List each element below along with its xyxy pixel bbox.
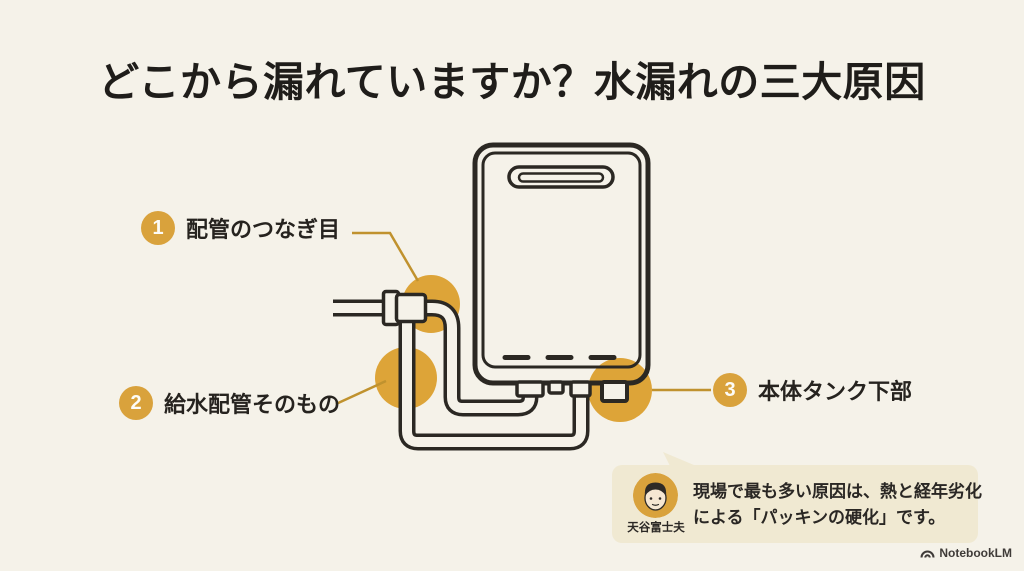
notebooklm-logo-icon	[920, 550, 935, 558]
drain-valve-stub	[600, 380, 629, 403]
speaker-name: 天谷富士夫	[627, 522, 685, 534]
pipe-joint-fitting	[381, 289, 428, 327]
water-heater-outline	[472, 142, 651, 386]
label-tank-bottom: 本体タンク下部	[758, 379, 913, 404]
number-badge-2: 2	[119, 386, 153, 420]
label-row-supply-pipe: 2 給水配管そのもの	[119, 386, 340, 420]
plumber-face-avatar	[633, 473, 678, 518]
leader-lines	[335, 231, 711, 406]
speech-line-1: 現場で最も多い原因は、熱と経年劣化	[693, 482, 982, 501]
vent-slot-inner	[517, 172, 605, 183]
vent-slot	[507, 165, 615, 189]
water-heater-fill	[475, 145, 648, 383]
connection-stubs	[515, 380, 629, 403]
speech-text: 現場で最も多い原因は、熱と経年劣化 による「パッキンの硬化」です。	[693, 479, 982, 531]
label-supply-pipe: 給水配管そのもの	[164, 392, 341, 417]
speech-bubble-tail	[663, 452, 701, 468]
speech-line-2: による「パッキンの硬化」です。	[693, 508, 946, 527]
label-row-tank-bottom: 3 本体タンク下部	[713, 373, 912, 407]
leader-line-1	[352, 231, 420, 282]
footer-watermark: NotebookLM	[920, 546, 1012, 560]
label-row-pipe-joint: 1 配管のつなぎ目	[141, 211, 340, 245]
number-badge-1: 1	[141, 211, 175, 245]
brand-name: NotebookLM	[939, 546, 1012, 560]
page-title: どこから漏れていますか？水漏れの三大原因	[98, 59, 926, 105]
number-badge-3: 3	[713, 373, 747, 407]
expert-callout-bubble: 天谷富士夫 現場で最も多い原因は、熱と経年劣化 による「パッキンの硬化」です。	[612, 465, 982, 543]
leader-line-2	[335, 379, 387, 406]
label-pipe-joint: 配管のつなぎ目	[186, 217, 341, 242]
